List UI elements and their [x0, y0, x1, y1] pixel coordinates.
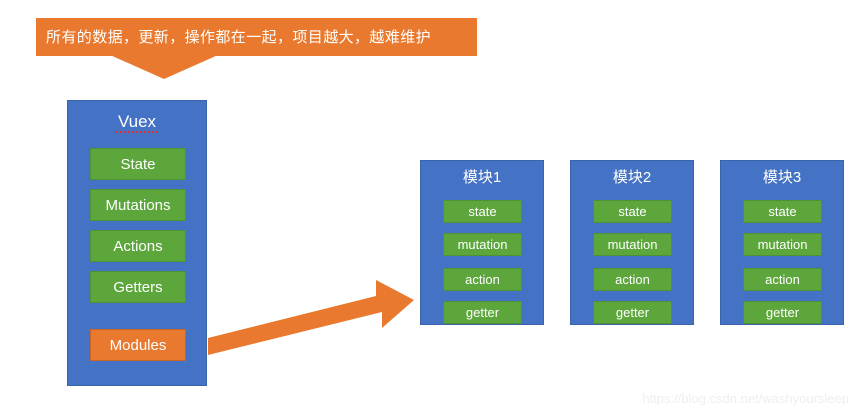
module-title: 模块1 — [462, 169, 502, 186]
module-item-label: state — [618, 204, 647, 219]
vuex-title-label: Vuex — [115, 112, 159, 133]
module-item-action: action — [593, 268, 672, 291]
module-title: 模块2 — [612, 169, 652, 186]
vuex-item-getters: Getters — [90, 271, 186, 303]
vuex-item-label: Modules — [109, 336, 167, 354]
module-panel-1: 模块1 state mutation action getter — [420, 160, 544, 325]
vuex-item-actions: Actions — [90, 230, 186, 262]
module-item-label: mutation — [607, 237, 658, 252]
vuex-panel-title: Vuex — [68, 113, 206, 133]
module-title: 模块3 — [762, 169, 802, 186]
callout-text: 所有的数据，更新，操作都在一起，项目越大，越难维护 — [46, 28, 432, 46]
callout-pointer-triangle — [110, 55, 218, 79]
source-watermark: https://blog.csdn.net/washyoursleep — [642, 391, 849, 406]
vuex-item-label: Mutations — [105, 196, 171, 214]
vuex-item-label: State — [120, 155, 156, 173]
vuex-panel: Vuex State Mutations Actions Getters Mod… — [67, 100, 207, 386]
module-item-mutation: mutation — [593, 233, 672, 256]
module-item-label: action — [765, 272, 800, 287]
vuex-item-label: Actions — [113, 237, 163, 255]
module-item-label: state — [468, 204, 497, 219]
module-item-getter: getter — [443, 301, 522, 324]
module-panel-3: 模块3 state mutation action getter — [720, 160, 844, 325]
module-item-state: state — [593, 200, 672, 223]
module-item-label: state — [768, 204, 797, 219]
module-item-label: getter — [465, 305, 500, 320]
module-item-mutation: mutation — [443, 233, 522, 256]
vuex-item-state: State — [90, 148, 186, 180]
module-item-state: state — [743, 200, 822, 223]
module-panel-2: 模块2 state mutation action getter — [570, 160, 694, 325]
module-item-label: action — [465, 272, 500, 287]
vuex-item-mutations: Mutations — [90, 189, 186, 221]
module-item-label: action — [615, 272, 650, 287]
vuex-item-label: Getters — [113, 278, 163, 296]
vuex-item-modules: Modules — [90, 329, 186, 361]
module-item-label: mutation — [757, 237, 808, 252]
callout-banner: 所有的数据，更新，操作都在一起，项目越大，越难维护 — [36, 18, 477, 56]
module-item-getter: getter — [743, 301, 822, 324]
module-item-label: getter — [765, 305, 800, 320]
module-item-state: state — [443, 200, 522, 223]
module-item-label: getter — [615, 305, 650, 320]
module-item-action: action — [743, 268, 822, 291]
module-item-mutation: mutation — [743, 233, 822, 256]
module-item-label: mutation — [457, 237, 508, 252]
module-item-getter: getter — [593, 301, 672, 324]
module-item-action: action — [443, 268, 522, 291]
flow-arrow-icon — [208, 280, 414, 355]
